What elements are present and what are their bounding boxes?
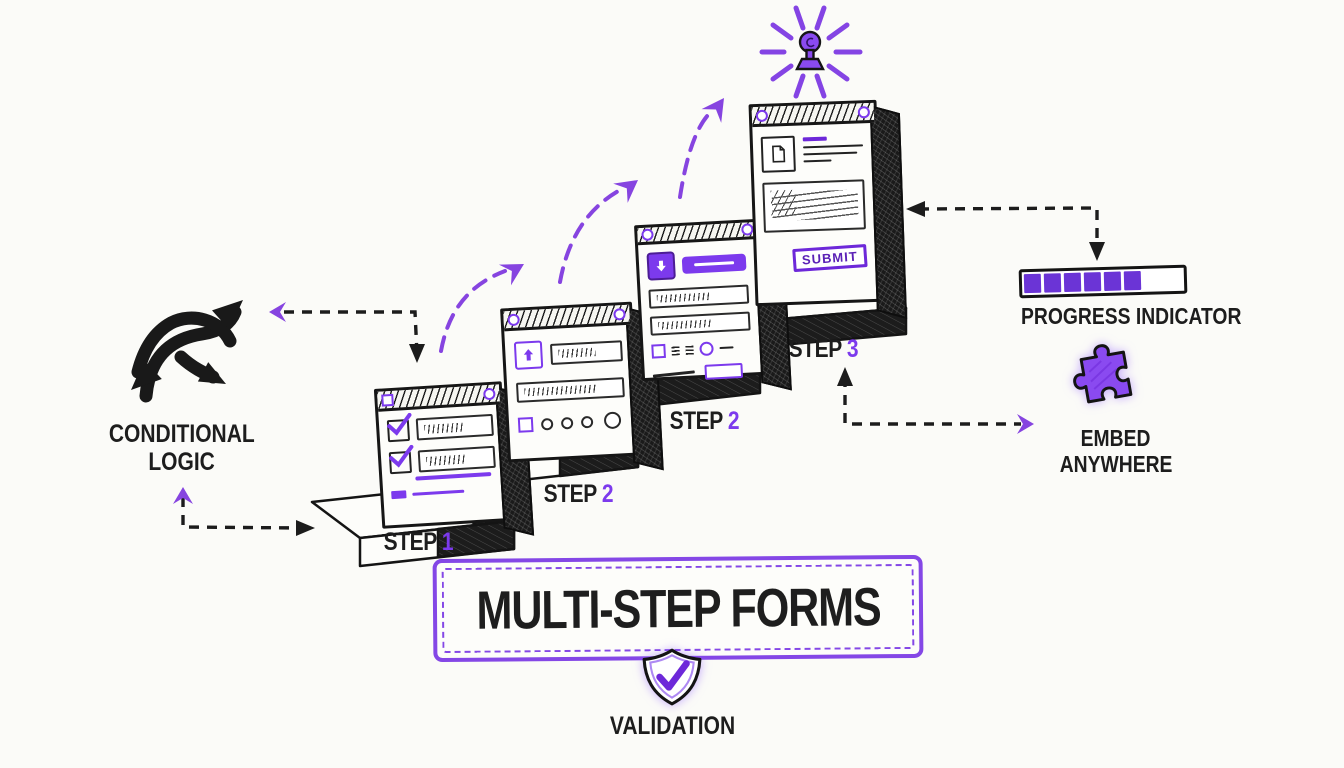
dash-mark bbox=[719, 346, 734, 350]
branching-arrows-icon bbox=[131, 300, 243, 403]
text-input[interactable] bbox=[415, 413, 494, 441]
step-label-3: STEP 2 bbox=[669, 407, 740, 435]
window-dot-icon bbox=[755, 109, 769, 122]
glyph-mark-icon bbox=[671, 345, 680, 356]
title-box: MULTI-STEP FORMS bbox=[432, 554, 924, 663]
card2-titlebar bbox=[503, 304, 631, 332]
progress-segment bbox=[1023, 273, 1042, 294]
arrow-step2-to-step3 bbox=[558, 188, 622, 284]
connector-conditional-to-step1 bbox=[269, 302, 425, 363]
primary-button[interactable] bbox=[681, 253, 747, 274]
form-card-step3 bbox=[634, 218, 768, 382]
rule-line bbox=[652, 370, 695, 378]
radio-icon[interactable] bbox=[603, 411, 622, 430]
page-title: MULTI-STEP FORMS bbox=[475, 576, 881, 641]
form-card-step1 bbox=[373, 381, 511, 529]
progress-segment bbox=[1103, 271, 1122, 291]
radio-icon[interactable] bbox=[699, 341, 714, 357]
upload-icon[interactable] bbox=[513, 340, 544, 370]
progress-indicator-label: PROGRESS INDICATOR bbox=[1020, 303, 1242, 329]
option-square-icon[interactable] bbox=[651, 343, 666, 359]
checkbox-checked-icon[interactable] bbox=[386, 412, 412, 443]
textarea-field[interactable] bbox=[762, 179, 866, 233]
connector-progress-to-form bbox=[906, 201, 1105, 261]
radio-icon[interactable] bbox=[540, 417, 554, 431]
conditional-logic-label: CONDITIONAL LOGIC bbox=[109, 420, 255, 476]
ascent-arrows bbox=[439, 98, 724, 353]
puzzle-piece-icon bbox=[1073, 344, 1133, 404]
card1-titlebar bbox=[377, 384, 501, 412]
document-icon bbox=[760, 135, 796, 173]
connector-logic-to-step1-base bbox=[173, 487, 315, 536]
arrow-step1-to-step2 bbox=[439, 269, 507, 353]
text-input[interactable] bbox=[515, 377, 625, 403]
approval-stamp-icon bbox=[759, 5, 863, 99]
radio-icon[interactable] bbox=[560, 416, 574, 430]
download-icon[interactable] bbox=[646, 251, 676, 281]
window-dot-icon bbox=[507, 313, 520, 326]
progress-segment bbox=[1123, 270, 1142, 291]
submit-button[interactable]: SUBMIT bbox=[792, 244, 868, 273]
step-label-1: STEP 1 bbox=[383, 528, 453, 556]
progress-bar bbox=[1018, 264, 1188, 299]
step-label-4: STEP 3 bbox=[788, 335, 858, 363]
progress-segment bbox=[1063, 272, 1082, 293]
glyph-mark-icon bbox=[685, 344, 694, 355]
embed-anywhere-label: EMBED ANYWHERE bbox=[1059, 425, 1173, 477]
progress-segment bbox=[1083, 272, 1102, 292]
text-input[interactable] bbox=[648, 284, 750, 309]
field-line bbox=[412, 489, 465, 496]
radio-icon[interactable] bbox=[580, 415, 594, 428]
step-label-2: STEP 2 bbox=[543, 480, 613, 508]
secondary-button[interactable] bbox=[704, 362, 744, 380]
shield-check-icon bbox=[642, 648, 702, 706]
field-chip bbox=[391, 490, 407, 500]
window-dot-icon bbox=[857, 105, 871, 118]
validation-label: VALIDATION bbox=[610, 712, 736, 740]
checkbox-checked-icon[interactable] bbox=[388, 444, 414, 475]
window-dot-icon bbox=[613, 307, 626, 321]
card4-titlebar bbox=[751, 102, 875, 128]
text-input[interactable] bbox=[649, 311, 751, 336]
card3-titlebar bbox=[637, 221, 758, 246]
window-dot-icon bbox=[641, 228, 654, 242]
progress-segment bbox=[1043, 273, 1062, 293]
form-card-step4: SUBMIT bbox=[748, 99, 884, 307]
option-square-icon[interactable] bbox=[517, 416, 534, 433]
window-dot-icon bbox=[482, 387, 496, 400]
form-card-step2 bbox=[500, 301, 640, 463]
text-input[interactable] bbox=[549, 339, 623, 365]
arrow-step3-to-step4 bbox=[678, 113, 710, 199]
connector-step3-to-embed bbox=[837, 367, 1034, 434]
text-input[interactable] bbox=[417, 445, 496, 473]
window-dot-icon bbox=[381, 393, 394, 407]
summary-lines bbox=[802, 133, 864, 163]
active-field-underline bbox=[415, 472, 492, 481]
